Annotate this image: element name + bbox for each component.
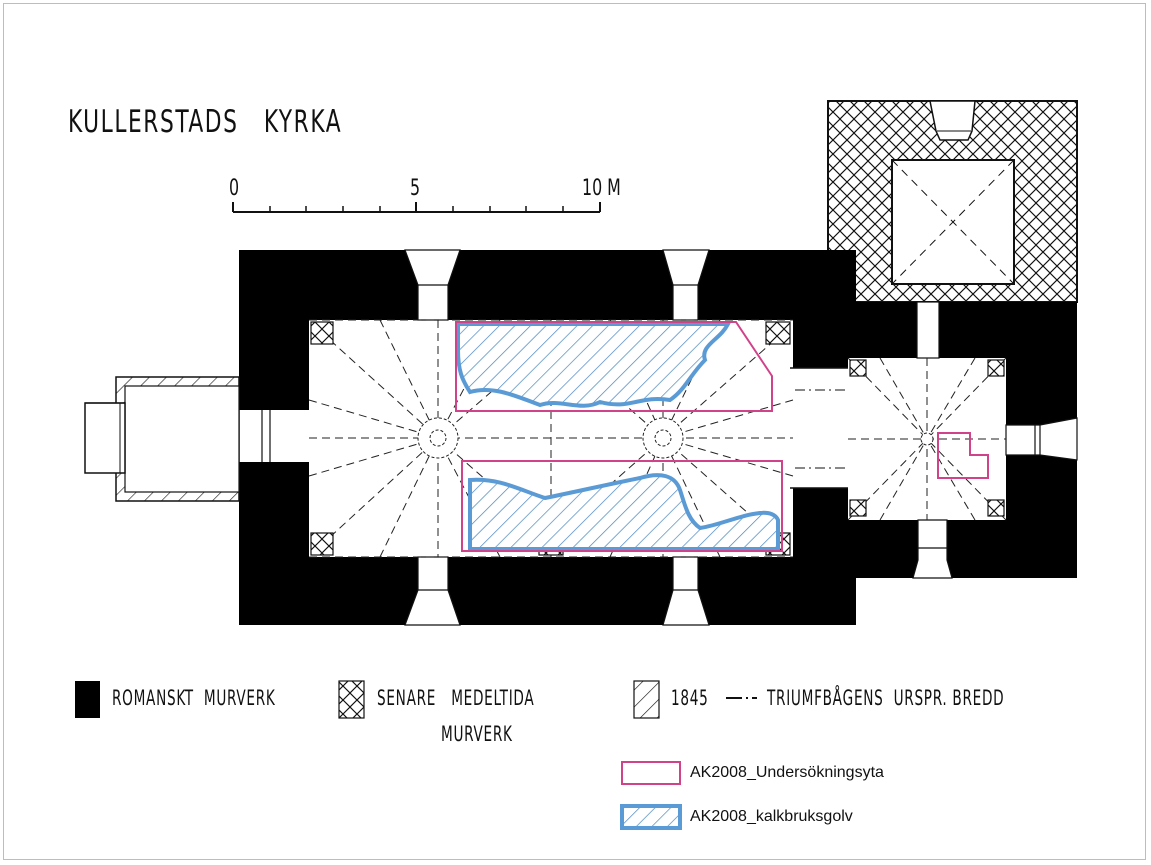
survey-areas	[455, 321, 989, 552]
vault-rosettes	[417, 417, 934, 459]
image-frame	[3, 3, 1146, 860]
scale-label-10m: 10 M	[582, 176, 621, 201]
legend-romanesque-label: ROMANSKT MURVERK	[112, 686, 276, 710]
legend-swatches	[75, 680, 757, 830]
windows	[404, 249, 1078, 626]
scale-bar	[232, 202, 601, 213]
scale-label-5: 5	[410, 176, 421, 201]
lime-mortar-floor-areas	[456, 322, 780, 551]
tower-passage	[916, 301, 940, 359]
legend-lime-floor-label: AK2008_kalkbruksgolv	[690, 808, 853, 825]
scale-label-0: 0	[229, 176, 240, 201]
drawing-title: KULLERSTADS KYRKA	[68, 104, 343, 140]
tower	[827, 100, 1078, 303]
legend-later-medieval-label-2: MURVERK	[441, 722, 513, 746]
west-porch	[84, 376, 309, 502]
legend-triumphal-arch-label: TRIUMFBÅGENS URSPR. BREDD	[767, 686, 1005, 710]
legend-1845-label: 1845	[671, 686, 709, 710]
legend-later-medieval-label: SENARE MEDELTIDA	[377, 686, 535, 710]
legend-survey-area-label: AK2008_Undersökningsyta	[690, 764, 884, 781]
triumphal-arch-passage	[790, 368, 850, 488]
